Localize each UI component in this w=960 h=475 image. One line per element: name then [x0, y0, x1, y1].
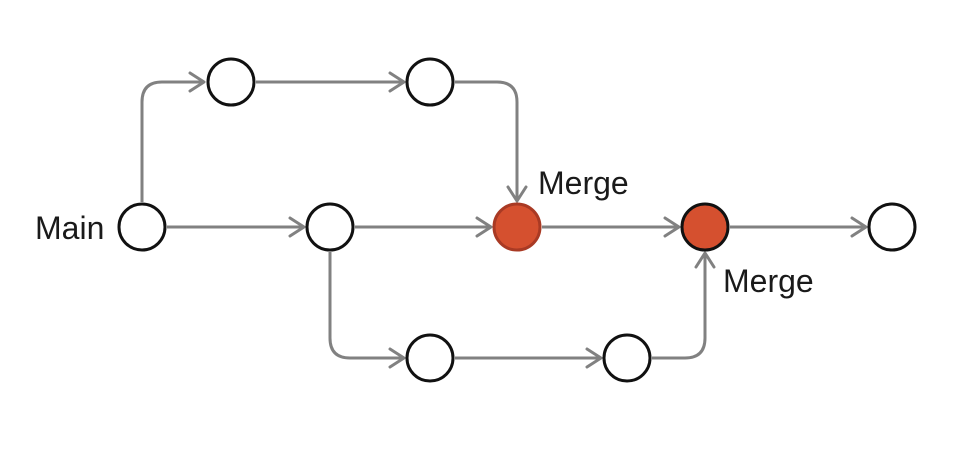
merge-label-top: Merge	[538, 165, 629, 201]
merge-commit-1-node	[492, 202, 542, 252]
nodes-layer	[117, 57, 917, 383]
commit-bottom-branch-1-node	[405, 333, 455, 383]
commit-top-branch-2-node	[405, 57, 455, 107]
commit-main-start-node	[117, 202, 167, 252]
main-branch-label: Main	[35, 210, 104, 246]
commit-bottom-branch-2-node	[602, 333, 652, 383]
commit-main-2-node	[305, 202, 355, 252]
commit-top-branch-1-node	[206, 57, 256, 107]
edge-commit-top-branch-2-to-merge-commit-1	[455, 80, 528, 203]
edge-commit-bottom-branch-2-to-merge-commit-2	[652, 251, 716, 360]
commit-main-end-node	[867, 202, 917, 252]
merge-commit-2-node	[680, 202, 730, 252]
merge-label-bottom: Merge	[723, 263, 814, 299]
edge-commit-main-2-to-commit-bottom-branch-1	[328, 252, 406, 369]
edge-commit-main-start-to-commit-top-branch-1	[140, 71, 206, 202]
edges-layer	[140, 71, 868, 369]
